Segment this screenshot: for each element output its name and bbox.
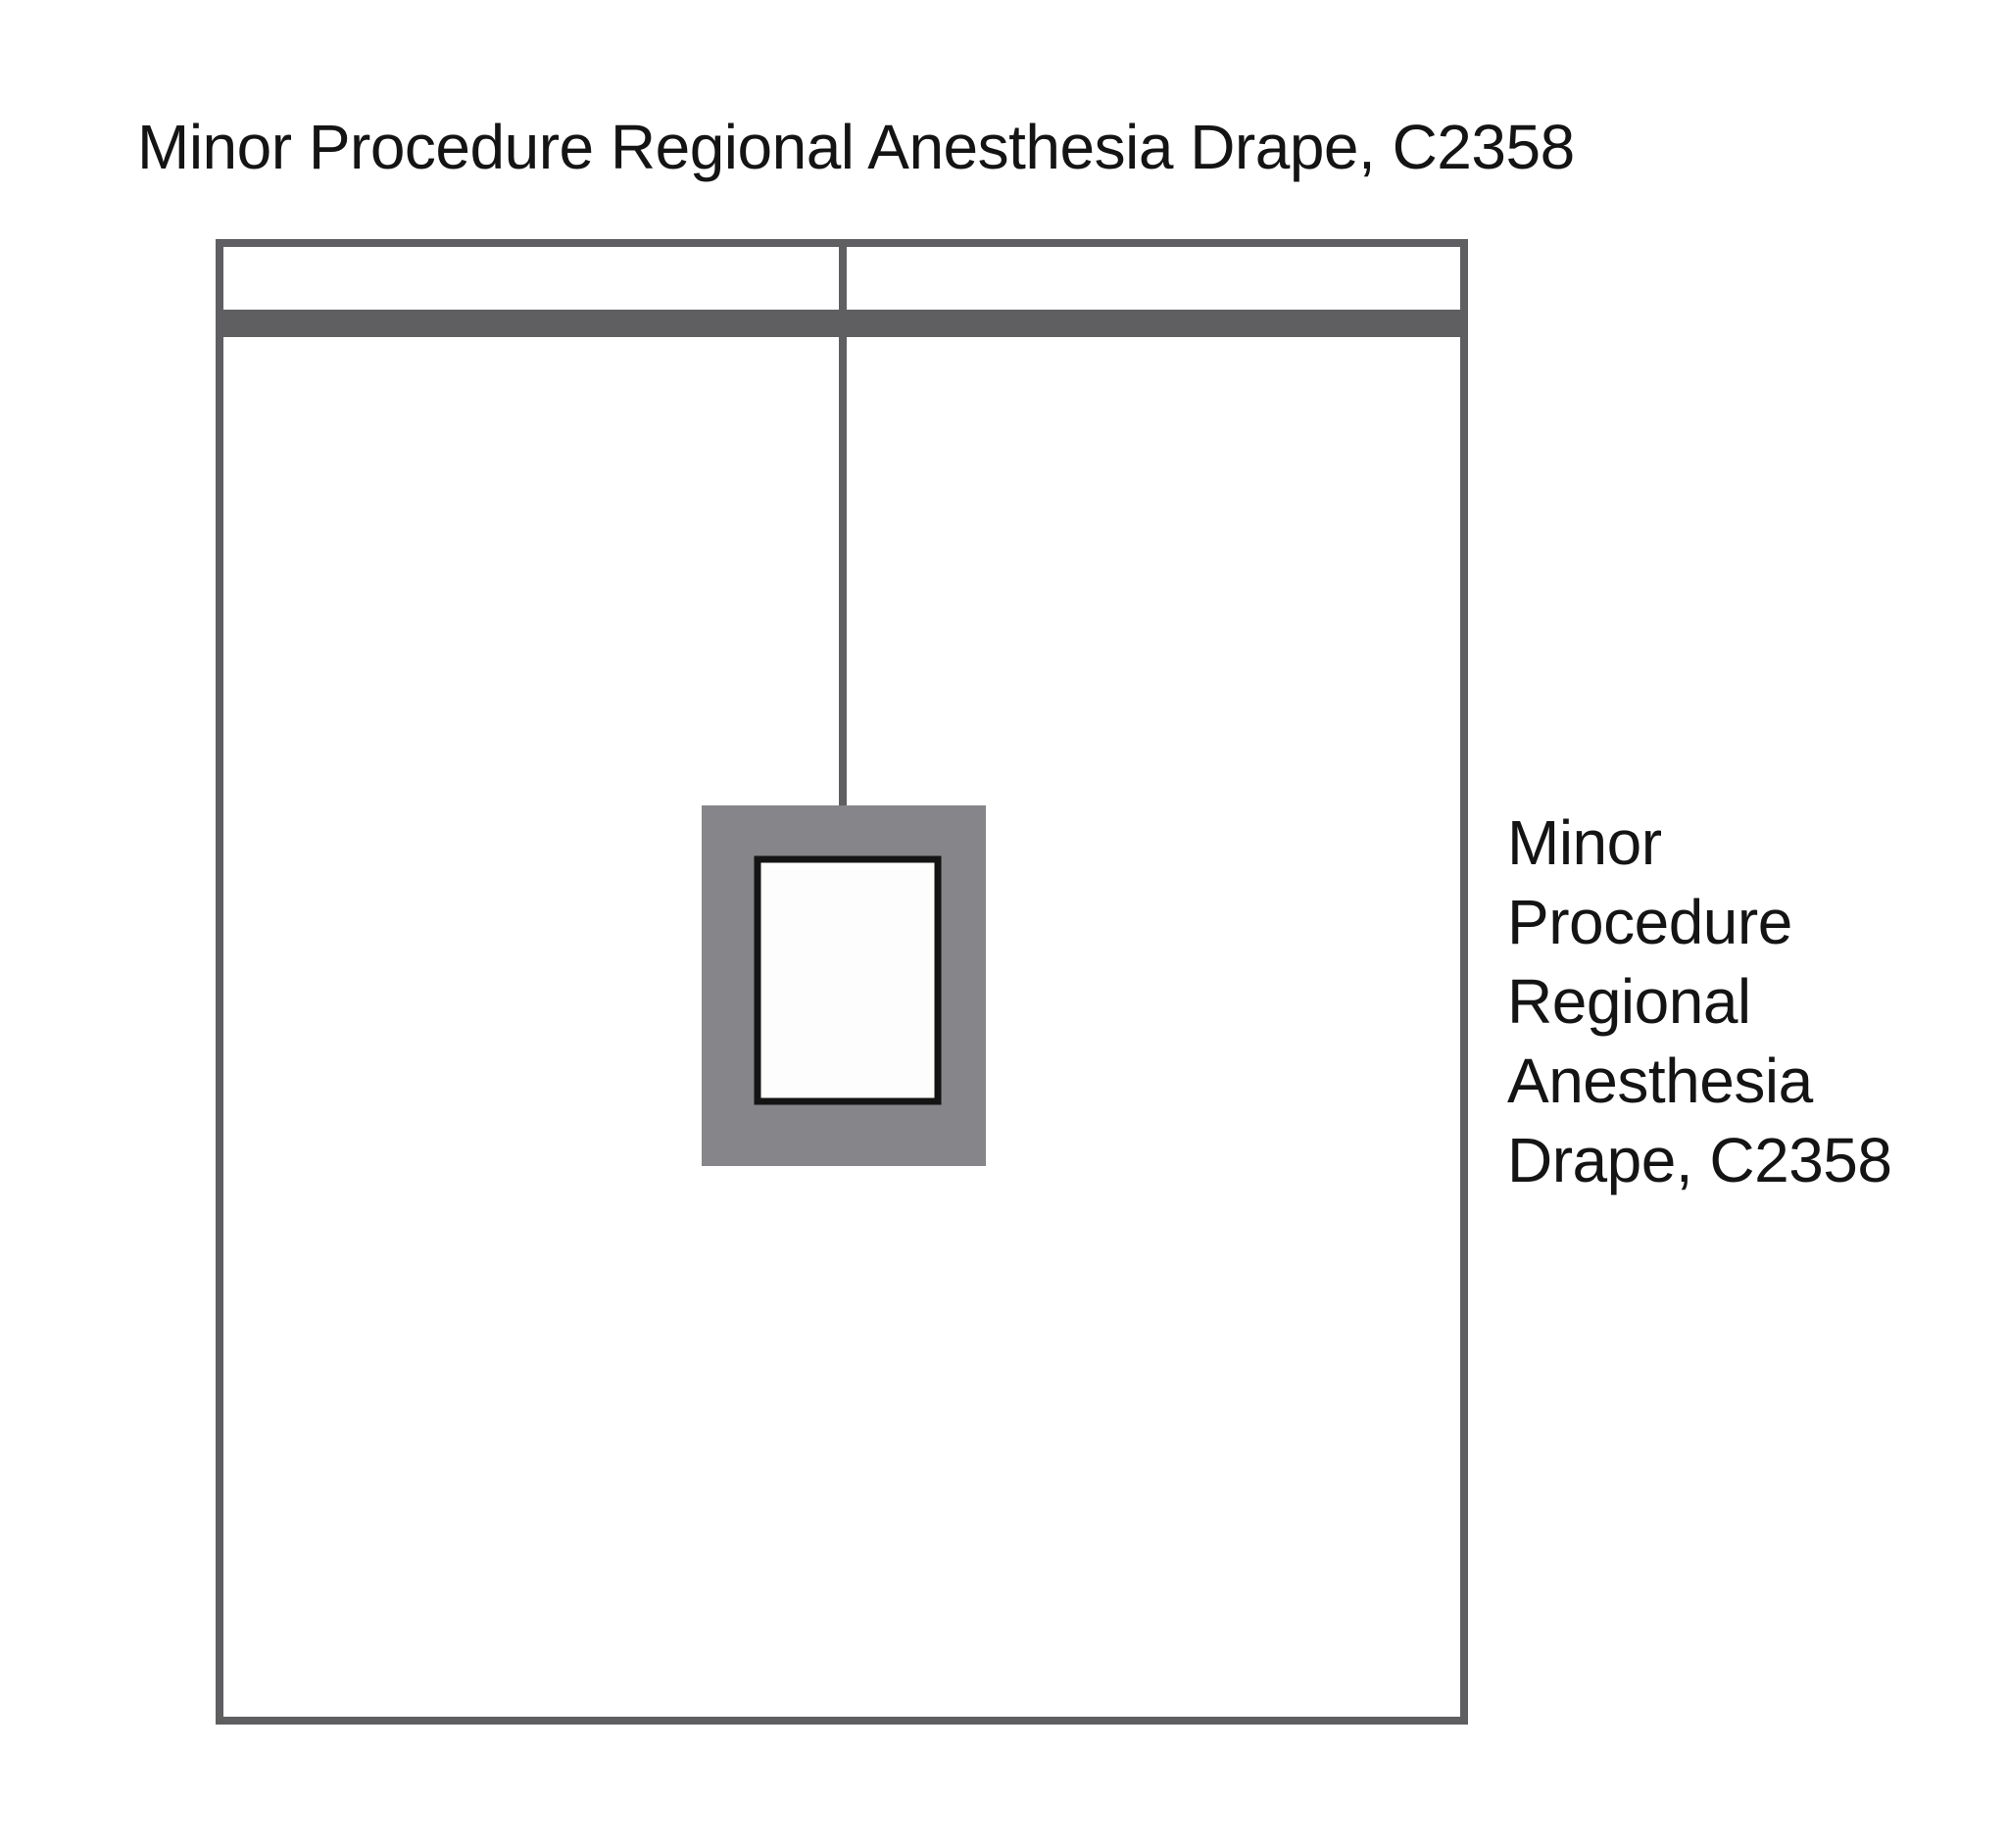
side-label-line: Anesthesia [1507, 1046, 1813, 1116]
side-label: Minor Procedure Regional Anesthesia Drap… [1507, 803, 1919, 1200]
side-label-line: Drape, C2358 [1507, 1125, 1892, 1195]
side-label-line: Procedure [1507, 887, 1792, 957]
side-label-line: Regional [1507, 966, 1751, 1037]
fenestration-window [754, 855, 942, 1105]
side-label-line: Minor [1507, 807, 1662, 878]
diagram-title: Minor Procedure Regional Anesthesia Drap… [137, 112, 1575, 182]
